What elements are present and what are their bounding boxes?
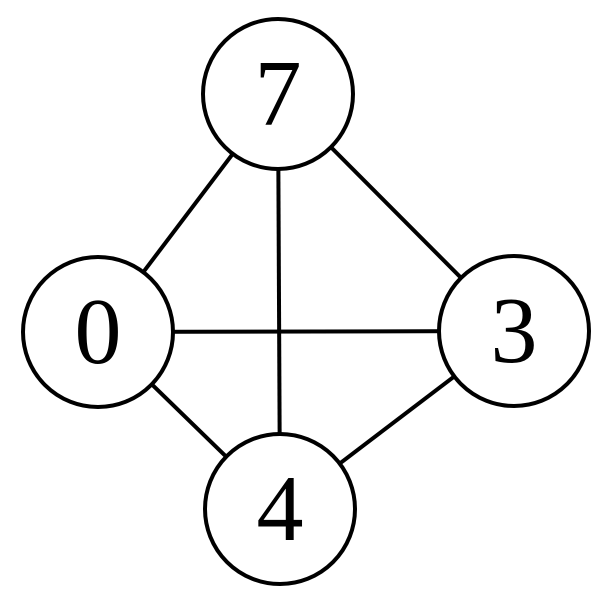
graph-node-circle-3: [437, 254, 591, 408]
graph-node-circle-0: [21, 255, 175, 409]
graph-node-circle-4: [203, 432, 357, 586]
graph-node-label-3: 3: [491, 279, 538, 383]
graph-node-7: 7: [201, 17, 355, 171]
graph-node-label-0: 0: [75, 280, 122, 384]
graph-node-4: 4: [203, 432, 357, 586]
graph-node-3: 3: [437, 254, 591, 408]
graph-node-0: 0: [21, 255, 175, 409]
graph-node-label-7: 7: [255, 42, 302, 146]
graph-node-label-4: 4: [257, 457, 304, 561]
node-layer: 7 0 3 4: [21, 17, 591, 586]
graph-node-circle-7: [201, 17, 355, 171]
